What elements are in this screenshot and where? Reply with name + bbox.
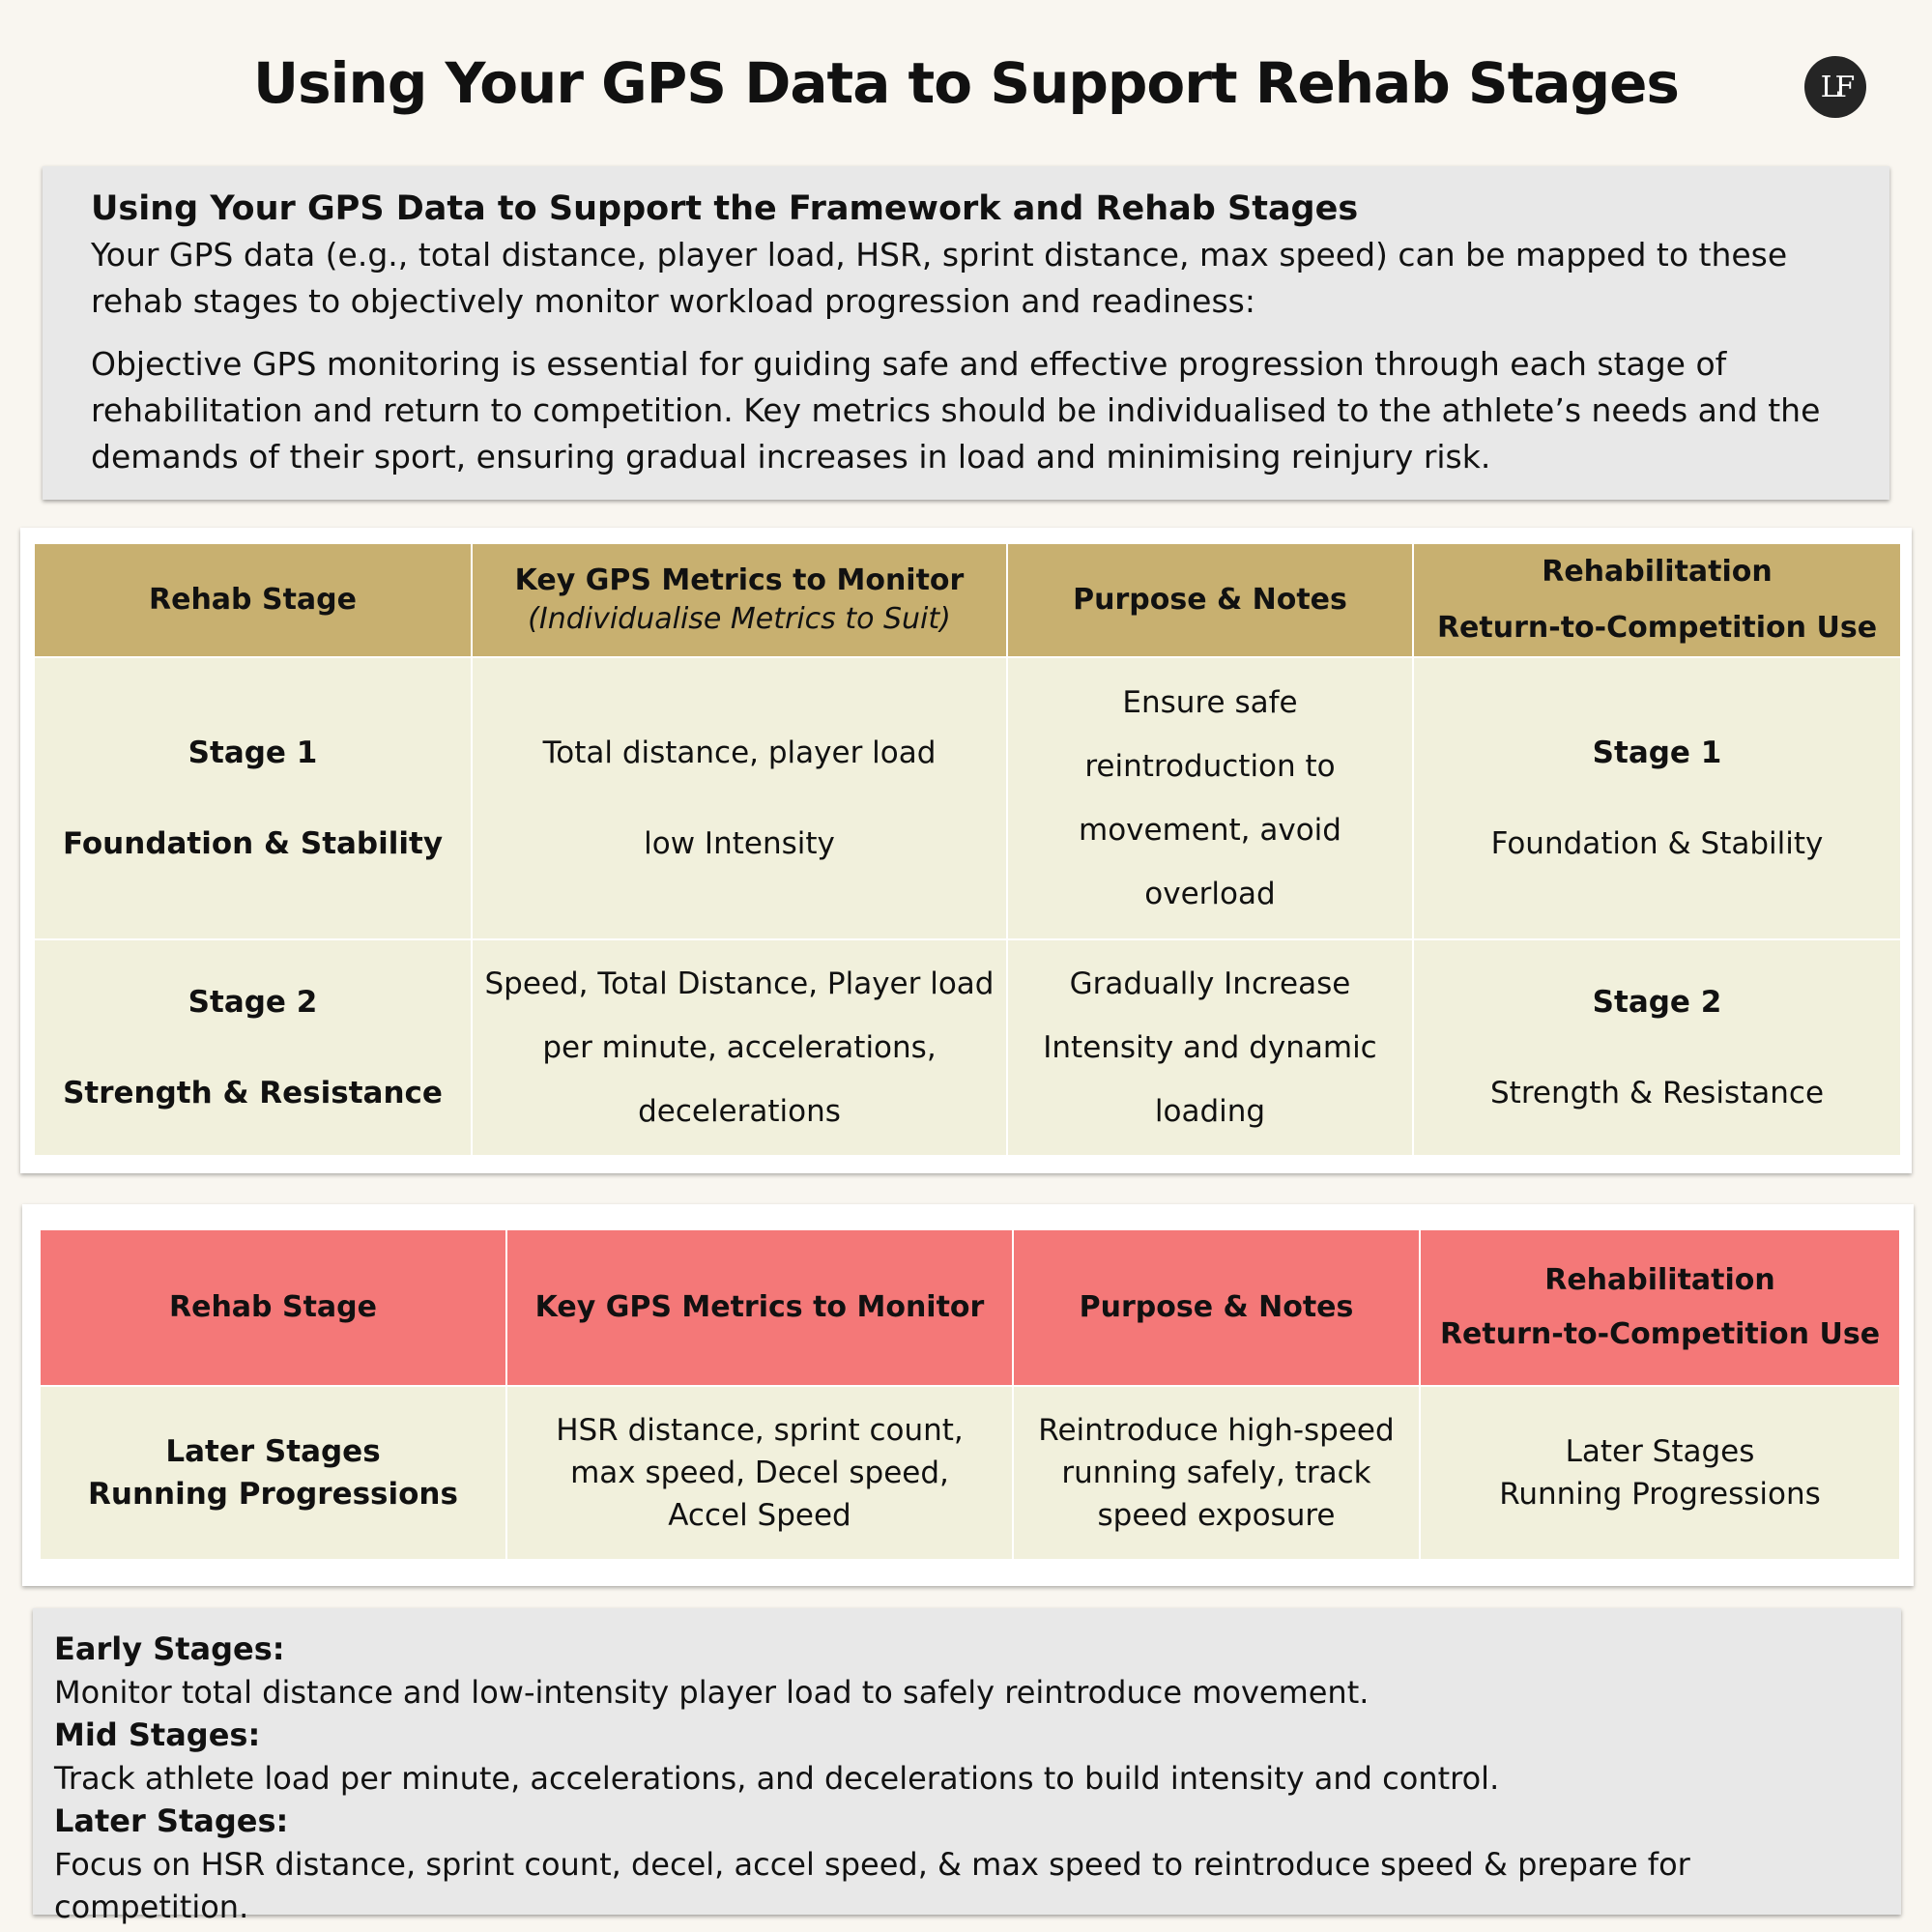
table-header-row: Rehab Stage Key GPS Metrics to Monitor P… bbox=[41, 1230, 1899, 1387]
rtc-stage-name: Strength & Resistance bbox=[1489, 1076, 1825, 1110]
stage-number: Later Stages bbox=[165, 1434, 381, 1469]
purpose-line: Ensure safe bbox=[1122, 685, 1298, 720]
stage-cell: Later Stages Running Progressions bbox=[41, 1386, 507, 1561]
purpose-line: Intensity and dynamic bbox=[1043, 1030, 1377, 1065]
intro-paragraph-2: Objective GPS monitoring is essential fo… bbox=[91, 344, 1821, 476]
metrics-line: HSR distance, sprint count, bbox=[556, 1413, 964, 1448]
purpose-line: Gradually Increase bbox=[1069, 966, 1351, 1001]
header-rtc-use: Rehabilitation Return-to-Competition Use bbox=[1413, 544, 1900, 658]
table-header-row: Rehab Stage Key GPS Metrics to Monitor (… bbox=[35, 544, 1900, 658]
header-rtc-use-line2: Return-to-Competition Use bbox=[1436, 611, 1878, 645]
intro-heading: Using Your GPS Data to Support the Frame… bbox=[91, 189, 1359, 228]
rtc-stage-number: Stage 1 bbox=[1592, 735, 1722, 770]
later-stages-table: Rehab Stage Key GPS Metrics to Monitor P… bbox=[41, 1230, 1899, 1561]
header-rehab-stage: Rehab Stage bbox=[41, 1230, 507, 1387]
header-key-metrics: Key GPS Metrics to Monitor (Individualis… bbox=[472, 544, 1008, 658]
stage-number: Stage 2 bbox=[187, 985, 318, 1020]
rtc-use-cell: Stage 2 Strength & Resistance bbox=[1413, 939, 1900, 1157]
purpose-line: loading bbox=[1154, 1094, 1266, 1129]
summary-text-early: Monitor total distance and low-intensity… bbox=[54, 1673, 1370, 1711]
header-rtc-use: Rehabilitation Return-to-Competition Use bbox=[1420, 1230, 1899, 1387]
later-stages-table-card: Rehab Stage Key GPS Metrics to Monitor P… bbox=[22, 1204, 1914, 1586]
early-stages-table: Rehab Stage Key GPS Metrics to Monitor (… bbox=[35, 544, 1900, 1157]
purpose-line: overload bbox=[1144, 877, 1276, 911]
metrics-line: per minute, accelerations, bbox=[542, 1030, 937, 1065]
purpose-line: reintroduction to bbox=[1084, 749, 1336, 784]
header-purpose-notes: Purpose & Notes bbox=[1013, 1230, 1421, 1387]
stage-name: Strength & Resistance bbox=[63, 1076, 443, 1110]
metrics-line: low Intensity bbox=[644, 826, 835, 861]
early-stages-table-card: Rehab Stage Key GPS Metrics to Monitor (… bbox=[20, 528, 1912, 1173]
rtc-use-cell: Later Stages Running Progressions bbox=[1420, 1386, 1899, 1561]
header-rtc-use-line2: Return-to-Competition Use bbox=[1439, 1317, 1881, 1351]
metrics-cell: Speed, Total Distance, Player load per m… bbox=[472, 939, 1008, 1157]
summary-text-later: Focus on HSR distance, sprint count, dec… bbox=[54, 1845, 1690, 1926]
table-row: Stage 2 Strength & Resistance Speed, Tot… bbox=[35, 939, 1900, 1157]
stage-summary-box: Early Stages: Monitor total distance and… bbox=[33, 1608, 1901, 1925]
metrics-line: decelerations bbox=[638, 1094, 841, 1129]
stage-name: Running Progressions bbox=[88, 1477, 458, 1512]
intro-box: Using Your GPS Data to Support the Frame… bbox=[43, 166, 1889, 500]
stage-cell: Stage 2 Strength & Resistance bbox=[35, 939, 473, 1157]
rtc-use-cell: Stage 1 Foundation & Stability bbox=[1413, 657, 1900, 940]
metrics-cell: HSR distance, sprint count, max speed, D… bbox=[506, 1386, 1014, 1561]
stage-cell: Stage 1 Foundation & Stability bbox=[35, 657, 473, 940]
header-key-metrics-label: Key GPS Metrics to Monitor bbox=[514, 563, 965, 597]
metrics-line: max speed, Decel speed, bbox=[570, 1456, 949, 1490]
purpose-line: Reintroduce high-speed bbox=[1038, 1413, 1395, 1448]
metrics-line: Speed, Total Distance, Player load bbox=[484, 966, 995, 1001]
rtc-stage-name: Foundation & Stability bbox=[1490, 826, 1824, 861]
purpose-line: movement, avoid bbox=[1079, 813, 1341, 848]
purpose-line: speed exposure bbox=[1097, 1498, 1336, 1533]
rtc-stage-number: Stage 2 bbox=[1592, 985, 1722, 1020]
table-row: Later Stages Running Progressions HSR di… bbox=[41, 1386, 1899, 1561]
metrics-line: Total distance, player load bbox=[542, 735, 937, 770]
header-key-metrics: Key GPS Metrics to Monitor bbox=[506, 1230, 1014, 1387]
purpose-cell: Gradually Increase Intensity and dynamic… bbox=[1007, 939, 1414, 1157]
header-rtc-use-line1: Rehabilitation bbox=[1542, 555, 1773, 589]
purpose-cell: Reintroduce high-speed running safely, t… bbox=[1013, 1386, 1421, 1561]
summary-text-mid: Track athlete load per minute, accelerat… bbox=[54, 1759, 1500, 1797]
brand-logo: LF bbox=[1804, 56, 1866, 118]
rtc-stage-name: Running Progressions bbox=[1499, 1477, 1821, 1512]
summary-label-early: Early Stages: bbox=[54, 1630, 285, 1667]
intro-paragraph-1: Your GPS data (e.g., total distance, pla… bbox=[91, 235, 1788, 320]
stage-number: Stage 1 bbox=[187, 735, 318, 770]
summary-label-mid: Mid Stages: bbox=[54, 1716, 261, 1753]
page-title: Using Your GPS Data to Support Rehab Sta… bbox=[253, 50, 1680, 116]
header-purpose-notes: Purpose & Notes bbox=[1007, 544, 1414, 658]
purpose-line: running safely, track bbox=[1061, 1456, 1371, 1490]
metrics-line: Accel Speed bbox=[668, 1498, 851, 1533]
header-rehab-stage: Rehab Stage bbox=[35, 544, 473, 658]
stage-name: Foundation & Stability bbox=[62, 826, 444, 861]
rtc-stage-number: Later Stages bbox=[1565, 1434, 1755, 1469]
metrics-cell: Total distance, player load low Intensit… bbox=[472, 657, 1008, 940]
header-key-metrics-subtitle: (Individualise Metrics to Suit) bbox=[528, 602, 951, 636]
summary-label-later: Later Stages: bbox=[54, 1802, 289, 1839]
table-row: Stage 1 Foundation & Stability Total dis… bbox=[35, 657, 1900, 940]
purpose-cell: Ensure safe reintroduction to movement, … bbox=[1007, 657, 1414, 940]
header-rtc-use-line1: Rehabilitation bbox=[1544, 1263, 1775, 1297]
